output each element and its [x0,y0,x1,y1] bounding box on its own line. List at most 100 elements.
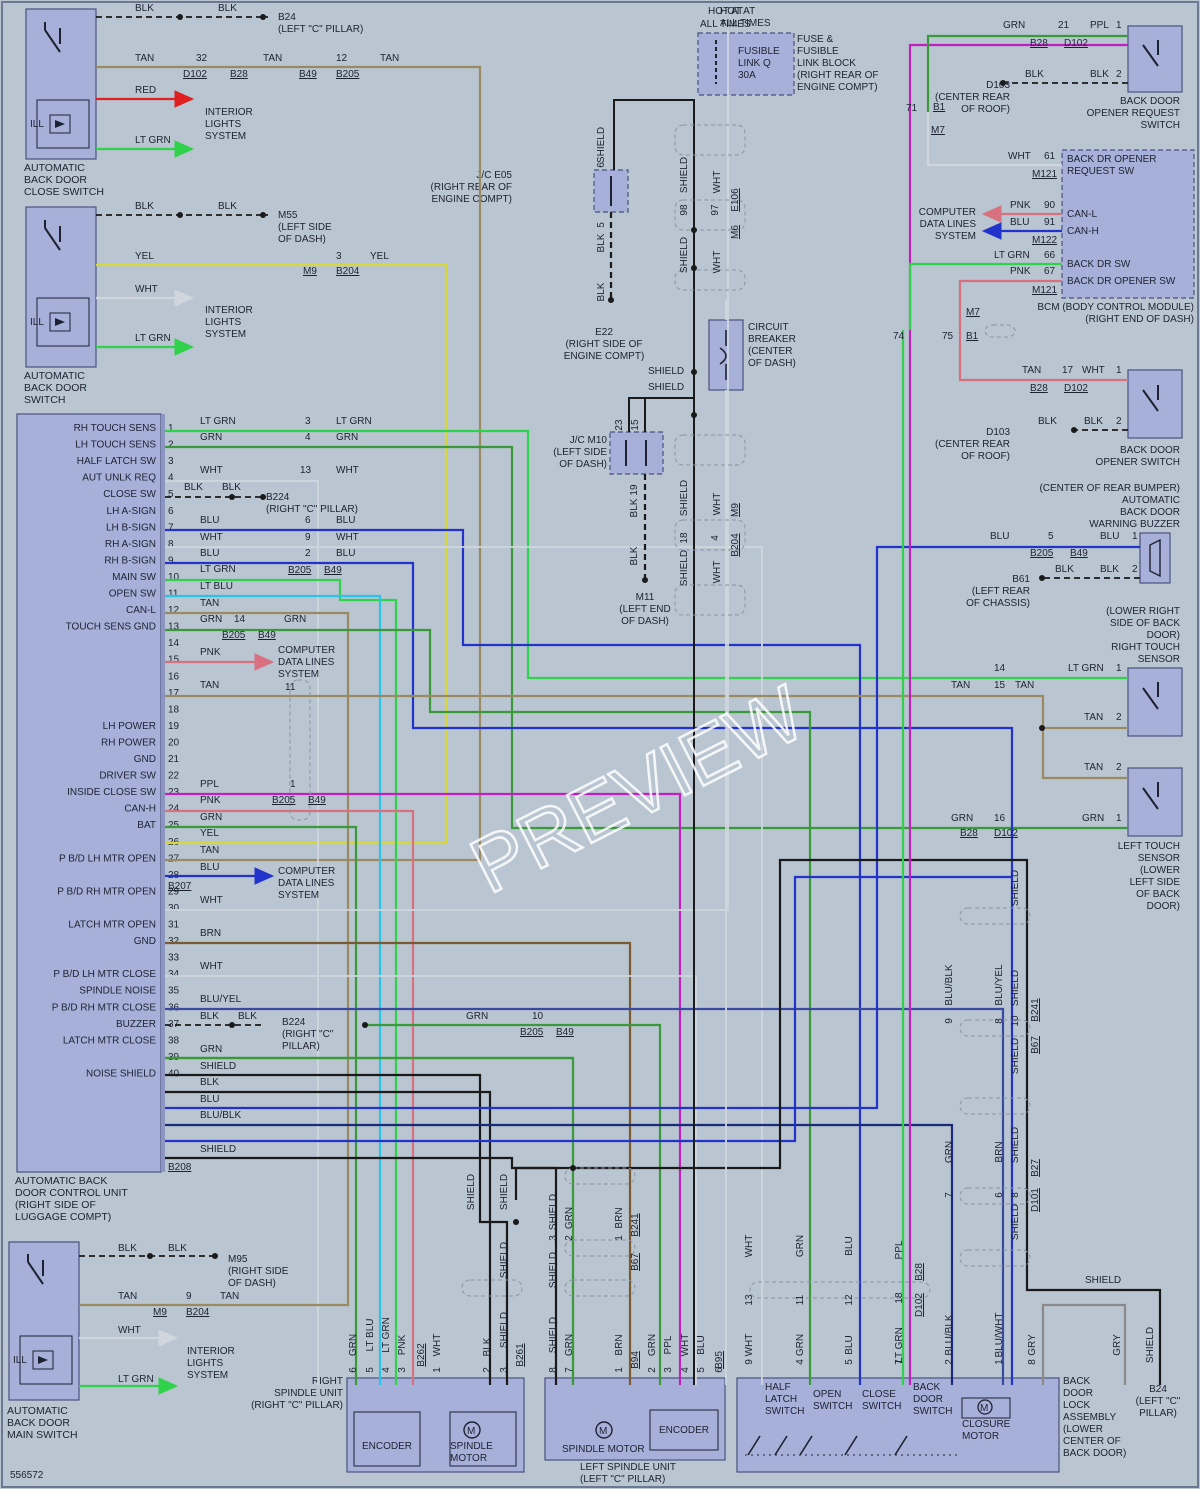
wire-label-vertical: 9 [944,1018,955,1024]
wire-label: BLK [1090,69,1109,80]
wire-label-vertical: 1 [994,1359,1005,1365]
wire-label: TAN [200,598,219,609]
wire-blu [165,561,1014,1385]
wire-label-vertical: B95 [714,1351,725,1369]
shield-bundle [674,199,746,231]
wire-label-vertical: GRN [348,1334,359,1356]
wire-shield [165,1073,509,1385]
pin-label: CAN-L [126,605,156,616]
wire-label: B28 [960,828,978,839]
wire-label-vertical: WHT [712,493,723,516]
wire-label: B205 [1030,548,1054,559]
wire-label: BLK [1055,564,1074,575]
wire-label-vertical: GRN [647,1334,658,1356]
wire-label-vertical: 8 [1010,1192,1021,1198]
wire-label: TAN [1084,762,1103,773]
wire-label: BLK [1038,416,1057,427]
left-spindle-unit: M ENCODER SPINDLE MOTOR LEFT SPINDLE UNI… [544,1377,726,1485]
wire-label: 2 [1116,416,1122,427]
wire-label-vertical: BLU [844,1236,855,1255]
wire-ltblu [165,594,382,1385]
pin-number: 24 [168,804,180,815]
pin-number: 34 [168,969,180,980]
wire-label: 71 [906,103,918,114]
wire-brn [165,941,632,1385]
wire-label-vertical: 10 [1010,1015,1021,1027]
wire-label: SHIELD [200,1061,236,1072]
shield-bundle [674,584,746,616]
wire-label: 2 [1132,564,1138,575]
wire-label-vertical: 97 [710,204,721,216]
wire-pnk [958,279,1128,382]
wire-label: TAN [380,53,399,64]
wire-label-vertical: 5 [365,1367,376,1373]
wire-label-vertical: 8 [548,1367,559,1373]
wire-label-vertical: SHIELD [1010,870,1021,906]
wire-label: LT GRN [135,135,171,146]
wire-label: 9 [305,532,311,543]
wire-label: GRN [200,432,222,443]
wire-ppl [908,43,1128,1385]
pin-label: LATCH MTR CLOSE [63,1035,156,1046]
wire-label-vertical: 2 [564,1235,575,1241]
wire-label-vertical: SHIELD [499,1312,510,1348]
pin-label: HALF LATCH SW [77,456,157,467]
splice-dot [642,577,648,583]
wire-label-vertical: PPL [663,1335,674,1354]
pin-label: BUZZER [116,1019,156,1030]
wire-label-vertical: GRN [564,1207,575,1229]
wire-shield [613,99,695,1385]
wire-label-vertical: BLK [596,282,607,301]
wire-label-vertical: 3 [548,1235,559,1241]
wire-label: BLK [1084,416,1103,427]
wire-label: BLU [1100,531,1119,542]
wire-label: RED [135,85,156,96]
pin-label: RH B-SIGN [104,555,156,566]
wire-label-vertical: LT BLU [365,1319,376,1352]
wire-grn [165,628,812,1385]
wire-label-vertical: E106 [730,188,741,212]
wire-label: TAN [200,845,219,856]
wire-wht [165,975,697,1385]
wire-label: 2 [1116,712,1122,723]
wire-label-vertical: BLU [696,1335,707,1354]
wire-label: D102 [1064,383,1088,394]
pin-label: GND [134,936,156,947]
wire-label-vertical: 5 [696,1367,707,1373]
wire-label: B205 [336,69,360,80]
wire-label-vertical: B261 [515,1343,526,1367]
diagram-id: 556572 [10,1470,44,1481]
wire-label: B28 [1030,38,1048,49]
wire-label: B1 [933,102,946,113]
wire-label-vertical: SHIELD [679,237,690,273]
wire-label-vertical: 98 [679,204,690,216]
pin-label: RH A-SIGN [105,539,156,550]
wire-grn [365,1023,662,1385]
pin-label: CAN-H [124,804,156,815]
wire-blu [165,528,862,1385]
wire-label: 2 [1116,762,1122,773]
wire-label: BLK [222,482,241,493]
pin-label: MAIN SW [112,572,156,583]
wire-label: WHT [1008,151,1031,162]
pin-number: 32 [168,936,180,947]
wire-yel [96,263,448,845]
wire-label: PNK [200,795,221,806]
wire-label-vertical: GRY [1027,1334,1038,1356]
pin-label: NOISE SHIELD [86,1068,156,1079]
wire-label-vertical: PNK [397,1334,408,1355]
